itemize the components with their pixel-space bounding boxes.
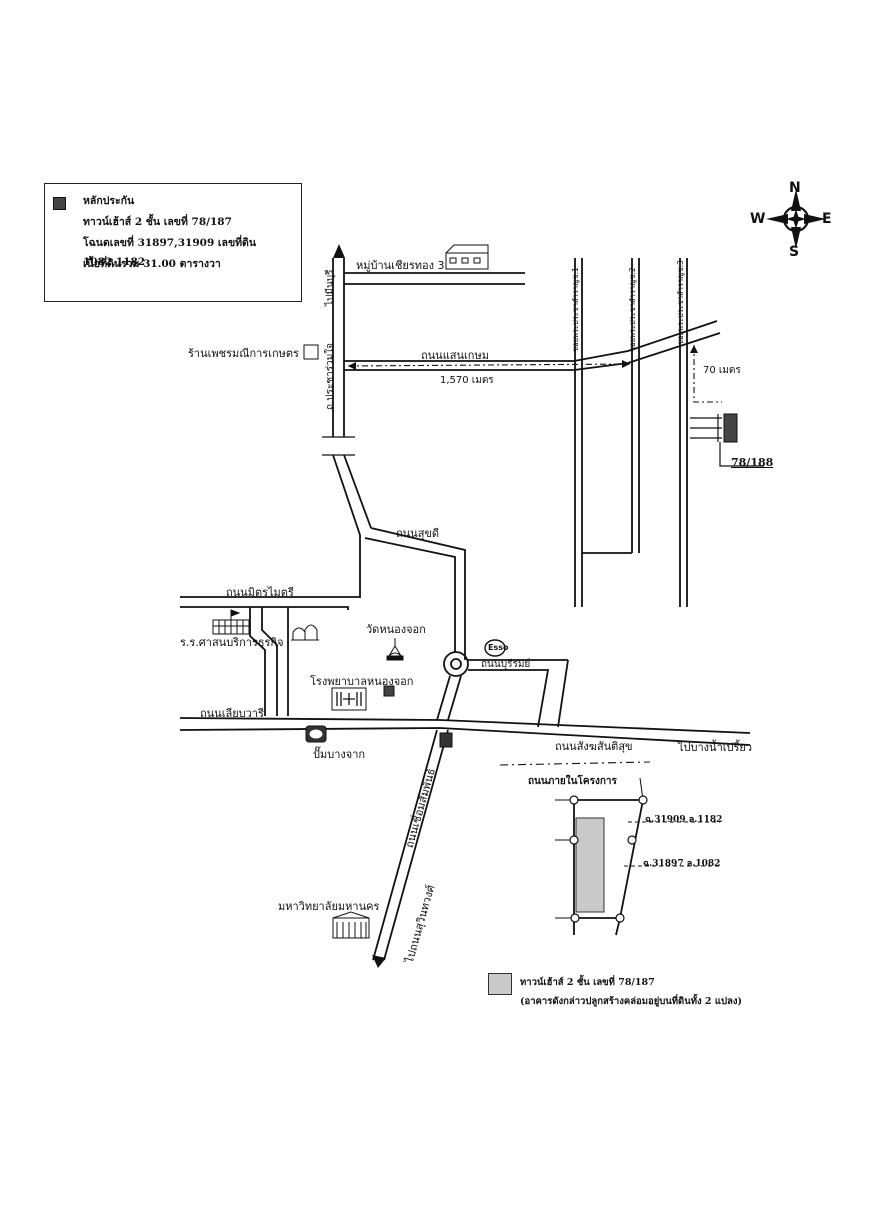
compass-s: S (789, 244, 800, 260)
soi-1 (574, 258, 583, 607)
legend-line-2: โฉนดเลขที่ 31897,31909 เลขที่ดิน 1082,11… (83, 237, 257, 268)
label-school: ร.ร.ศาสนบริการธุรกิจ (180, 636, 284, 649)
label-road-north-west: ถ.ประชาร่วมใจ (325, 342, 336, 410)
label-distance-1570: 1,570 เมตร (440, 375, 494, 386)
mosque-icon (291, 624, 319, 641)
compass-rose-icon (766, 189, 826, 249)
legend-title: หลักประกัน (83, 195, 135, 207)
label-village: หมู่บ้านเชียรทอง 3 (356, 259, 445, 272)
property-marker (723, 413, 738, 443)
label-internal-road: ถนนภายในโครงการ (528, 776, 617, 787)
label-road-sukkhadi: ถนนสุขดี (396, 527, 440, 540)
label-road-sangkhom: ถนนสังฆสันติสุข (555, 740, 633, 753)
label-road-saen-kasem: ถนนแสนเกษม (421, 349, 489, 362)
unit-legend-swatch-icon (488, 973, 512, 995)
label-to-bang-nam-priao: ไปบางน้ำเปรี้ยว (678, 741, 753, 754)
label-temple: วัดหนองจอก (366, 623, 426, 636)
compass-w: W (750, 211, 766, 227)
compass-n: N (789, 180, 801, 196)
school-icon (212, 609, 250, 635)
compass-e: E (822, 211, 832, 227)
label-house-number: 78/188 (731, 456, 774, 469)
road-south-west (332, 454, 361, 598)
temple-stupa-icon (386, 638, 404, 661)
label-soi-1: ซอยพระประชาสำราญซ.1 (571, 267, 580, 352)
traffic-light-icon (439, 732, 453, 748)
unit-legend-line-1: ทาวน์เฮ้าส์ 2 ชั้น เลขที่ 78/187 (520, 977, 655, 988)
arrow-north-icon (333, 244, 345, 258)
label-road-mittraimaitri: ถนนมิตรไมตรี (226, 586, 294, 599)
label-shop: ร้านเพชรมณีการเกษตร (188, 347, 299, 360)
label-esso: Esso (488, 643, 509, 652)
road-saen-kasem (344, 320, 718, 362)
label-plot-a: ฉ.31909 ล.1182 (645, 815, 723, 825)
soi-2 (631, 258, 640, 553)
label-distance-70: 70 เมตร (703, 365, 741, 376)
label-university: มหาวิทยาลัยมหานคร (278, 900, 380, 913)
direction-arrows (333, 244, 698, 968)
road-network (179, 258, 764, 961)
townhouse-unit (575, 817, 605, 913)
shop-icon (303, 344, 319, 360)
legend-box: หลักประกัน ทาวน์เฮ้าส์ 2 ชั้น เลขที่ 78/… (44, 183, 302, 302)
label-soi-3: ซอยพระประชาสำราญซ.3 (676, 260, 685, 345)
legend-swatch-icon (53, 197, 66, 210)
esso-icon (484, 639, 506, 657)
hospital-icon (331, 687, 367, 711)
arrow-south-icon (372, 955, 386, 968)
road-sukkhadi (370, 527, 466, 660)
label-to-minburi: ไปมีนบุรี (325, 269, 336, 306)
university-icon (332, 911, 370, 939)
label-road-buraphat: ถนนบุรีรมย์ (481, 659, 531, 670)
roundabout (443, 651, 469, 677)
hospital-marker-icon (383, 685, 395, 697)
road-chueam-samphan (372, 729, 438, 961)
road-liap-wari (179, 717, 751, 734)
label-plot-b: ฉ.31897 ล.1082 (643, 859, 721, 869)
unit-legend-line-2: (อาคารดังกล่าวปลูกสร้างคล่อมอยู่บนที่ดิน… (520, 996, 742, 1007)
village-house-icon (445, 244, 489, 270)
legend-line-3: เนื้อที่ดินรวม 31.00 ตารางวา (83, 258, 221, 270)
label-gas-station: ปั๊มบางจาก (313, 748, 366, 761)
label-road-liap-wari: ถนนเลียบวารี (200, 707, 264, 720)
label-soi-2: ซอยพระประชาสำราญซ.2 (628, 267, 637, 352)
gas-station-icon (305, 725, 327, 743)
distance-line-1570 (347, 363, 631, 367)
label-hospital: โรงพยาบาลหนองจอก (310, 675, 414, 688)
boundary-pins (569, 795, 648, 923)
legend-line-1: ทาวน์เฮ้าส์ 2 ชั้น เลขที่ 78/187 (83, 216, 232, 228)
soi-3 (679, 258, 688, 607)
